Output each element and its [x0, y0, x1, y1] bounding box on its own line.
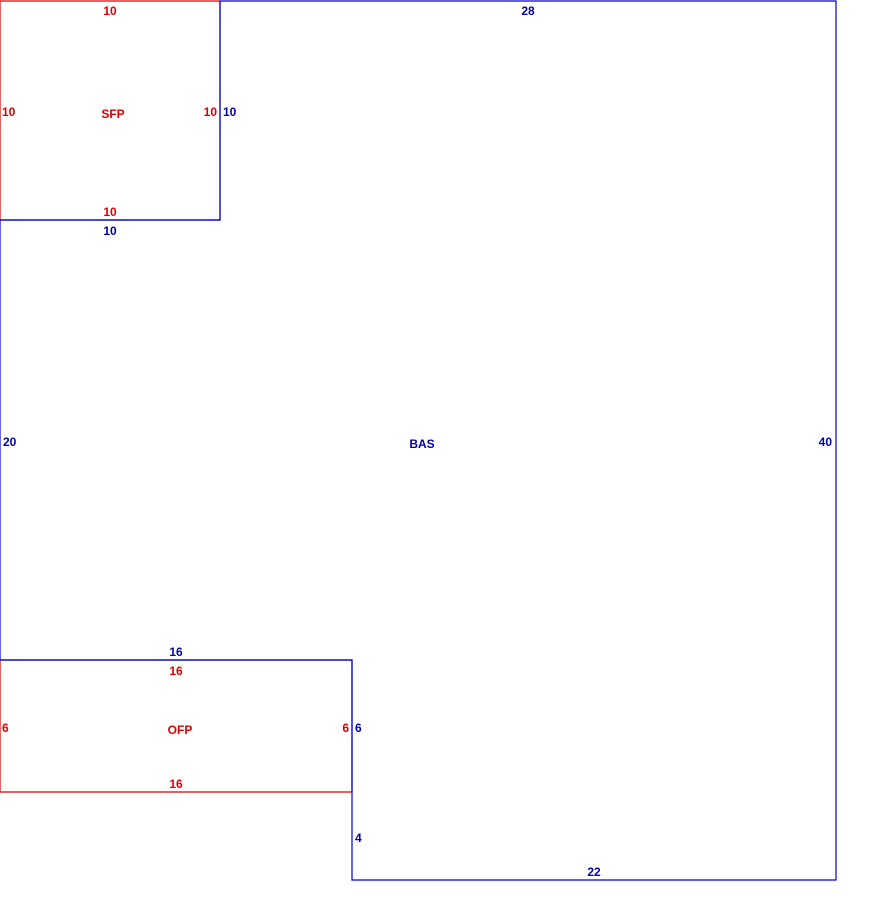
ofp-dim-left: 6 — [2, 721, 9, 735]
sfp-shared-edges — [0, 1, 221, 221]
sfp-dim-right: 10 — [204, 105, 218, 119]
sfp-dim-left: 10 — [2, 105, 16, 119]
bas-dim-sfp-right-outer: 10 — [223, 105, 237, 119]
bas-dim-left: 20 — [3, 435, 17, 449]
bas-dim-bottom: 22 — [587, 865, 601, 879]
sfp-dim-top: 10 — [103, 4, 117, 18]
bas-dim-right: 40 — [819, 435, 833, 449]
ofp-dim-bottom: 16 — [169, 777, 183, 791]
sfp-area-label: SFP — [101, 107, 124, 121]
bas-dim-ofp-top-outer: 16 — [169, 645, 183, 659]
bas-area-label: BAS — [409, 437, 434, 451]
bas-dim-step-horizontal: 6 — [355, 721, 362, 735]
bas-dim-step-vertical: 4 — [355, 831, 362, 845]
ofp-shared-edges — [0, 659, 353, 792]
sfp-outline — [0, 0, 220, 220]
ofp-outline — [0, 660, 352, 793]
bas-dim-top: 28 — [521, 4, 535, 18]
ofp-dim-top: 16 — [169, 664, 183, 678]
bas-dim-sfp-bottom-outer: 10 — [103, 224, 117, 238]
ofp-dim-right: 6 — [342, 721, 349, 735]
sfp-dim-bottom: 10 — [103, 205, 117, 219]
ofp-area-label: OFP — [168, 723, 193, 737]
